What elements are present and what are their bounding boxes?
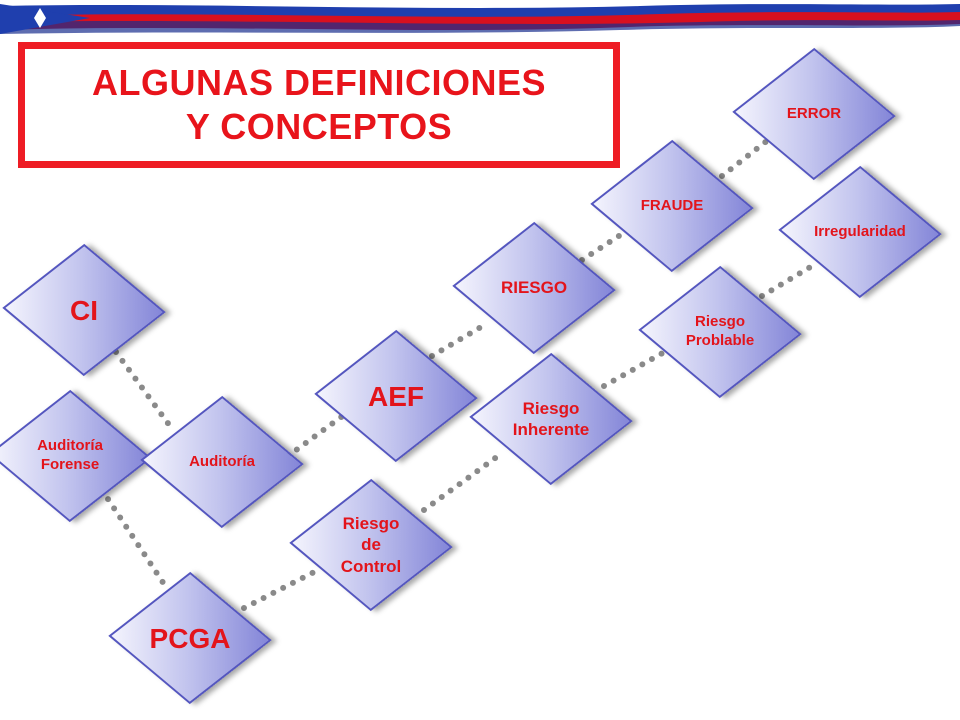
node-fraude-label: FRAUDE <box>640 196 704 214</box>
node-riesgo-de-control: Riesgo de Control <box>289 478 453 612</box>
connector-aef-riesgo <box>429 321 489 359</box>
connector-riesgo-fraude <box>579 227 631 263</box>
node-irregularidad-label: Irregularidad <box>814 222 906 240</box>
node-riesgo-label: RIESGO <box>500 278 568 298</box>
connector-forense-pcga <box>99 487 167 587</box>
node-pcga: PCGA <box>108 571 272 705</box>
connector-ci-auditoria <box>113 349 173 429</box>
node-error-label: ERROR <box>786 104 842 122</box>
title-box: ALGUNAS DEFINICIONES Y CONCEPTOS <box>18 42 620 168</box>
node-riesgo-problable: Riesgo Problable <box>638 265 802 399</box>
node-irregularidad: Irregularidad <box>778 165 942 299</box>
node-aef: AEF <box>314 329 478 463</box>
connector-control-inherente <box>421 453 501 513</box>
node-riesgo-inherente: Riesgo Inherente <box>469 352 633 486</box>
node-aef-label: AEF <box>368 380 424 412</box>
title-line-1: ALGUNAS DEFINICIONES <box>91 62 547 103</box>
node-error: ERROR <box>732 47 896 181</box>
node-pcga-label: PCGA <box>149 622 231 654</box>
node-auditoria-label: Auditoría <box>189 452 255 470</box>
connector-pcga-control <box>241 567 321 611</box>
node-ci: CI <box>2 243 166 377</box>
node-riesgo-de-control-label: Riesgo de Control <box>340 514 402 576</box>
node-auditoria: Auditoría <box>140 395 304 529</box>
flag-banner <box>0 0 960 36</box>
node-riesgo-inherente-label: Riesgo Inherente <box>512 398 590 439</box>
node-fraude: FRAUDE <box>590 139 754 273</box>
node-auditoria-forense-label: Auditoría Forense <box>37 437 103 473</box>
node-riesgo-problable-label: Riesgo Problable <box>685 313 755 349</box>
connector-problable-irregularidad <box>759 263 815 299</box>
title-line-2: Y CONCEPTOS <box>185 106 453 147</box>
connector-fraude-error <box>719 137 771 179</box>
node-auditoria-forense: Auditoría Forense <box>0 389 152 523</box>
node-ci-label: CI <box>70 294 98 326</box>
connector-inherente-problable <box>601 347 671 389</box>
node-riesgo: RIESGO <box>452 221 616 355</box>
connector-auditoria-aef <box>285 409 351 459</box>
